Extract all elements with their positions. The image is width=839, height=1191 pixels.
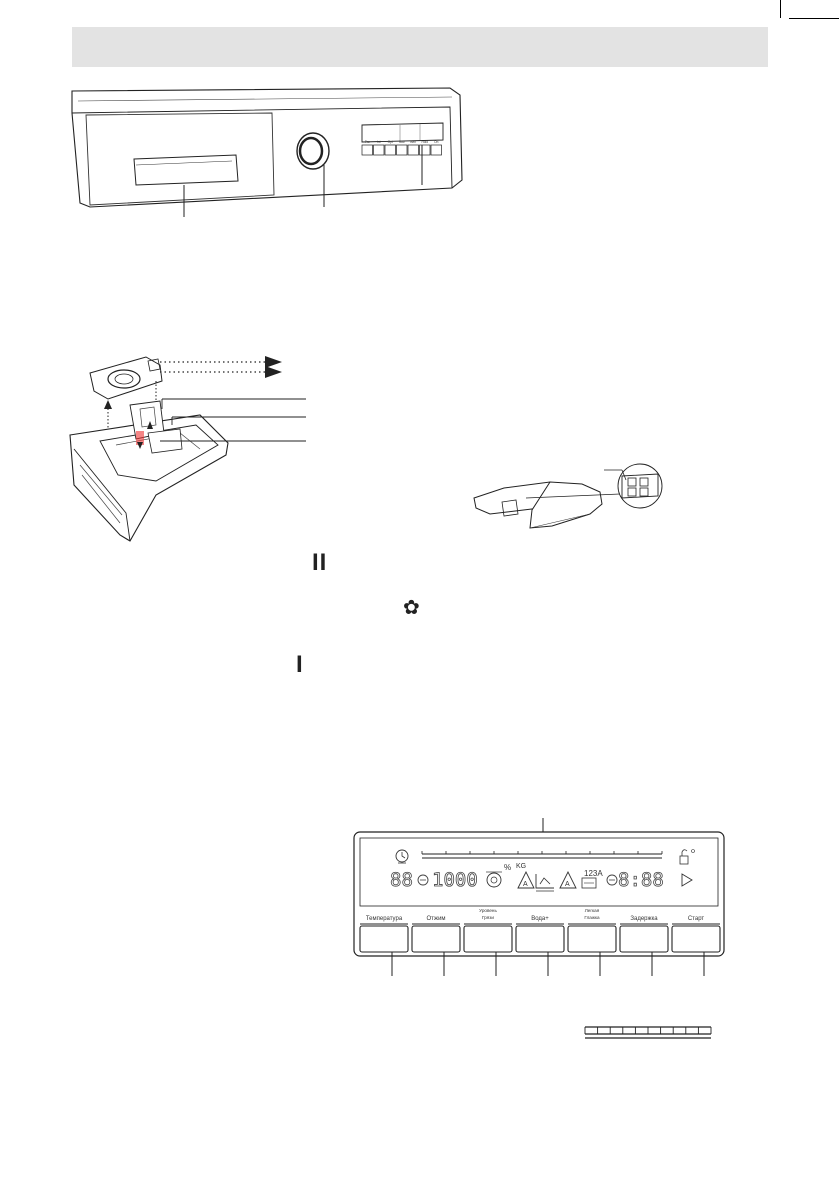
mini-button <box>362 145 373 155</box>
panel-button[interactable] <box>360 926 408 952</box>
softener-flower-icon: ✿ <box>403 596 420 620</box>
siphon-detail-illustration <box>470 462 680 544</box>
scale-ruler <box>585 1024 715 1040</box>
display-digits-time: 8:88 <box>618 869 664 891</box>
panel-button-label: Грязи <box>482 915 494 920</box>
panel-button-label: Легкая <box>585 908 600 913</box>
panel-button[interactable] <box>568 926 616 952</box>
section-header-bar <box>72 27 768 67</box>
panel-button[interactable] <box>516 926 564 952</box>
mini-button-label: Sub <box>399 140 405 144</box>
main-wash-mark: II <box>312 548 327 578</box>
panel-button-label: Уровень <box>479 908 497 913</box>
panel-button-label: Задержка <box>630 916 658 922</box>
mini-button-label: Opt <box>388 140 393 144</box>
panel-button[interactable] <box>464 926 512 952</box>
mini-button <box>397 145 408 155</box>
panel-button[interactable] <box>672 926 720 952</box>
panel-button-label: Температура <box>366 916 403 922</box>
panel-button-label: Старт <box>688 916 705 922</box>
svg-text:A: A <box>565 881 570 888</box>
control-panel-illustration: Pre Int Opt Sub Beh Hold On <box>60 85 480 225</box>
mini-button-label: Pre <box>365 140 370 144</box>
percent-label: % <box>504 863 511 872</box>
mini-button-label: Hold <box>421 140 428 144</box>
mini-button-label: On <box>434 140 438 144</box>
kg-label: KG <box>516 863 526 870</box>
display-panel-illustration: 88 1000 % KG A A 123A 8:88 Температура От… <box>350 818 730 988</box>
panel-button[interactable] <box>620 926 668 952</box>
mini-button-label: Int <box>377 140 381 144</box>
code-label: 123A <box>584 869 603 878</box>
detergent-drawer-illustration <box>60 345 320 550</box>
crop-mark-top-right <box>780 0 781 18</box>
panel-button[interactable] <box>412 926 460 952</box>
display-digits-left: 88 <box>390 869 413 891</box>
program-knob <box>297 133 329 169</box>
mini-button <box>420 145 431 155</box>
panel-button-label: Отжим <box>426 916 445 922</box>
mini-button <box>385 145 396 155</box>
panel-button-label: Глажка <box>584 915 600 920</box>
panel-button-label: Вода+ <box>531 916 549 922</box>
svg-text:A: A <box>523 881 528 888</box>
mini-button <box>408 145 419 155</box>
crop-mark-right-top <box>789 18 839 19</box>
mini-button <box>374 145 385 155</box>
mini-button-label: Beh <box>410 140 416 144</box>
display-digits-speed: 1000 <box>432 869 478 891</box>
mini-button <box>431 145 442 155</box>
prewash-mark: I <box>296 650 303 680</box>
